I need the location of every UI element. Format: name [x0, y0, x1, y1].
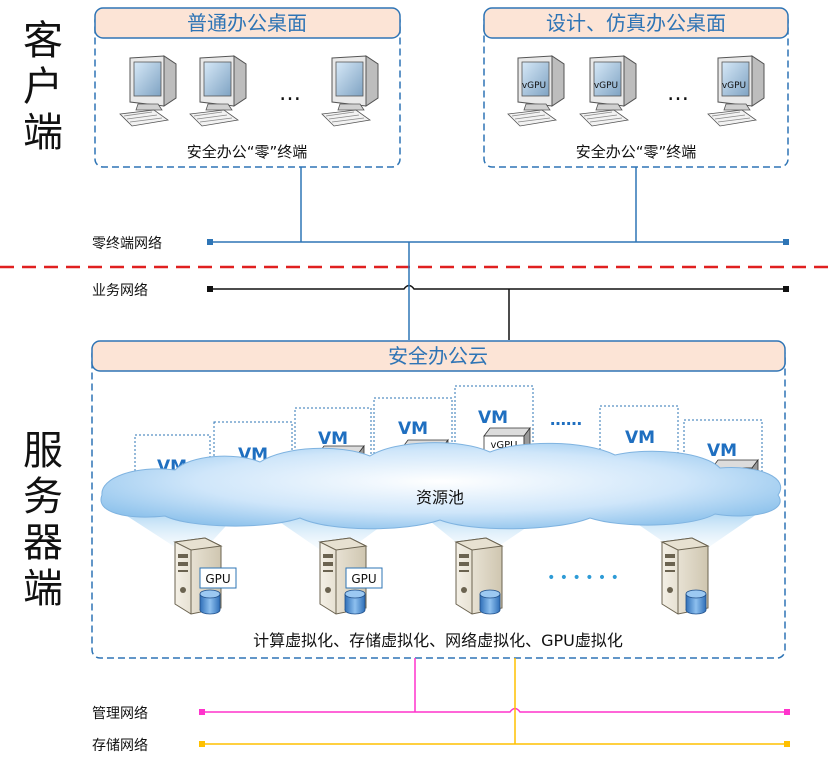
cloud-title: 安全办公云: [388, 344, 488, 368]
storage-disk-icon: [199, 589, 221, 615]
network-line: [210, 284, 787, 290]
network-label: 零终端网络: [92, 236, 162, 252]
client-side-label: 客 户 端: [20, 18, 66, 156]
client-side-char: 客: [23, 18, 63, 64]
group-title: 设计、仿真办公桌面: [546, 11, 726, 35]
server-side-char: 服: [23, 428, 63, 474]
physical-server: [661, 537, 709, 615]
network-endpoint: [784, 741, 790, 747]
vm-label: VM: [625, 428, 655, 448]
resource-pool-label: 资源池: [416, 488, 464, 507]
vm-box: VM vGPU: [454, 385, 534, 457]
client-group-standard: 普通办公桌面 … 安全办公“零”终端: [94, 7, 401, 168]
zero-terminal-network: 零终端网络: [92, 167, 789, 252]
server-side-label: 服 务 器 端: [20, 428, 66, 612]
cloud-title-box: [91, 340, 786, 372]
network-endpoint: [784, 709, 790, 715]
vm-ellipsis: ……: [550, 410, 582, 429]
virtualization-footer: 计算虚拟化、存储虚拟化、网络虚拟化、GPU虚拟化: [253, 631, 623, 650]
vgpu-terminal-icon: [707, 55, 765, 127]
zero-terminal-icon: [189, 55, 247, 127]
terminal-vgpu-label: vGPU: [594, 81, 618, 91]
network-endpoint: [783, 286, 789, 292]
client-side-char: 端: [23, 110, 63, 156]
cloud-frame: [91, 345, 786, 659]
storage-disk-icon: [685, 589, 707, 615]
network-endpoint: [199, 741, 205, 747]
secure-office-cloud: 安全办公云 VM VM VM vGPU VM vGPU VM: [91, 340, 786, 659]
gpu-card-icon: [199, 567, 237, 589]
group-title-box: [94, 7, 401, 39]
vm-label: VM: [707, 441, 737, 461]
client-side-char: 户: [23, 64, 63, 110]
terminal-vgpu-label: vGPU: [522, 81, 546, 91]
terminal-ellipsis: …: [667, 81, 689, 106]
network-line: [202, 707, 787, 713]
group-title-box: [483, 7, 789, 39]
gpu-card-icon: [345, 567, 383, 589]
zero-terminal-icon: [321, 55, 379, 127]
server-side-char: 器: [23, 520, 63, 566]
vgpu-terminal-icon: [507, 55, 565, 127]
vm-label: VM: [318, 429, 348, 449]
physical-server-gpu: GPU: [174, 537, 237, 615]
storage-disk-icon: [344, 589, 366, 615]
network-endpoint: [207, 286, 213, 292]
group-footer: 安全办公“零”终端: [187, 143, 308, 161]
physical-server-gpu: GPU: [319, 537, 383, 615]
client-group-design: 设计、仿真办公桌面 vGPU vGPU vGPU … 安全办公“零”终端: [483, 7, 789, 168]
network-label: 存储网络: [92, 738, 148, 754]
terminal-vgpu-label: vGPU: [722, 81, 746, 91]
business-network: 业务网络: [92, 283, 789, 340]
management-network: 管理网络: [92, 706, 790, 722]
network-label: 管理网络: [92, 706, 148, 722]
vm-label: VM: [398, 419, 428, 439]
vgpu-terminal-icon: [579, 55, 637, 127]
network-endpoint: [783, 239, 789, 245]
storage-disk-icon: [479, 589, 501, 615]
server-side-char: 端: [23, 566, 63, 612]
network-label: 业务网络: [92, 283, 148, 299]
gpu-label: GPU: [351, 572, 376, 586]
physical-server: [455, 537, 503, 615]
zero-terminal-icon: [119, 55, 177, 127]
group-footer: 安全办公“零”终端: [576, 143, 697, 161]
terminal-ellipsis: …: [279, 81, 301, 106]
resource-pool-cloud: 资源池: [100, 442, 781, 530]
vm-label: VM: [478, 408, 508, 428]
network-endpoint: [199, 709, 205, 715]
group-title: 普通办公桌面: [187, 11, 307, 35]
server-ellipsis: • • • • • •: [547, 570, 619, 586]
network-endpoint: [207, 239, 213, 245]
storage-network: 存储网络: [92, 738, 790, 754]
server-side-char: 务: [23, 474, 63, 520]
vgpu-label: vGPU: [490, 440, 517, 451]
gpu-label: GPU: [205, 572, 230, 586]
